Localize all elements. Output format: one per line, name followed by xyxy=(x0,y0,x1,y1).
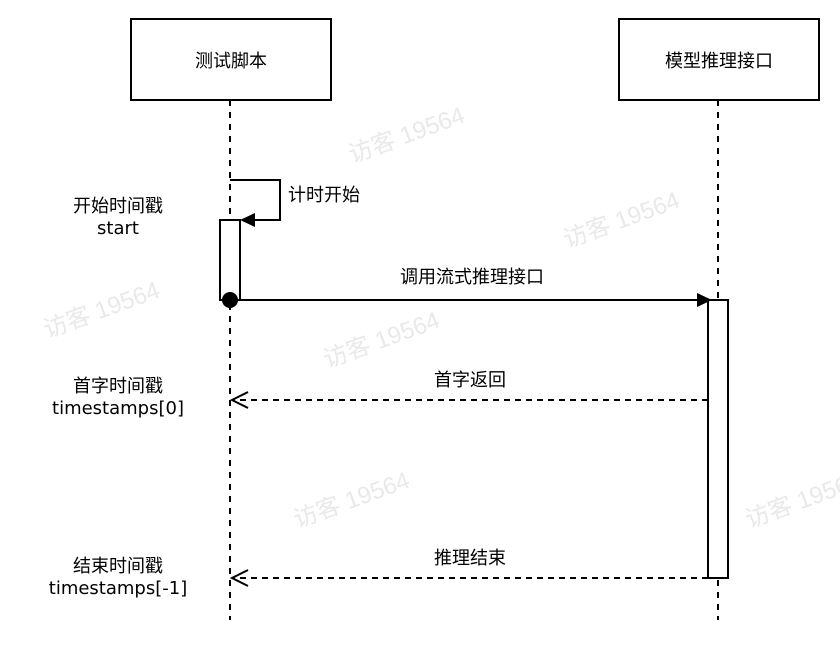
participant-script[interactable]: 测试脚本 xyxy=(130,18,332,101)
call-message-start-dot xyxy=(222,292,238,308)
return-end-arrowhead xyxy=(229,569,249,587)
note-start-timestamp: 开始时间戳 start xyxy=(73,196,163,240)
note-start-title: 开始时间戳 xyxy=(73,196,163,217)
note-end-var: timestamps[-1] xyxy=(48,578,188,599)
note-first-token-var: timestamps[0] xyxy=(52,398,184,419)
participant-model[interactable]: 模型推理接口 xyxy=(618,18,820,101)
note-first-token-title: 首字时间戳 xyxy=(73,376,163,397)
participant-model-label: 模型推理接口 xyxy=(665,50,773,72)
participant-script-label: 测试脚本 xyxy=(195,50,267,72)
call-message-arrowhead xyxy=(697,293,712,307)
message-label-timer-start: 计时开始 xyxy=(288,185,360,206)
note-start-var: start xyxy=(97,218,139,239)
message-label-call-stream: 调用流式推理接口 xyxy=(400,267,544,288)
return-first-token-arrowhead xyxy=(229,391,249,409)
self-message-arrowhead xyxy=(240,213,255,227)
note-end-timestamp: 结束时间戳 timestamps[-1] xyxy=(49,556,187,600)
self-message-line xyxy=(230,179,281,221)
message-label-inference-end: 推理结束 xyxy=(434,548,506,569)
note-first-token-timestamp: 首字时间戳 timestamps[0] xyxy=(52,376,184,420)
note-end-title: 结束时间戳 xyxy=(73,556,163,577)
activation-model xyxy=(707,299,729,579)
activation-script xyxy=(219,219,241,301)
message-label-first-token: 首字返回 xyxy=(434,370,506,391)
